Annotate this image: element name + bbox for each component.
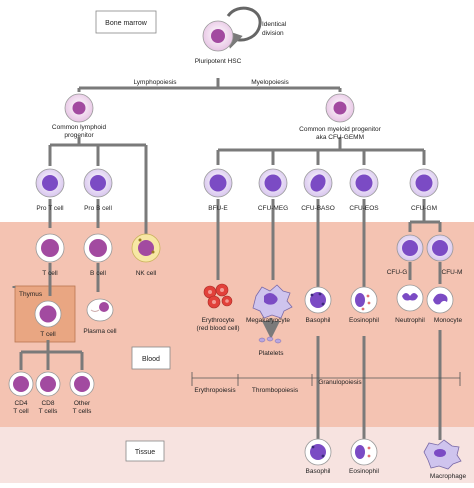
neutrophil-label: Neutrophil [395, 317, 425, 324]
eosinophil-tissue-label: Eosinophil [349, 468, 380, 475]
platelets-label: Platelets [259, 350, 285, 357]
cd4-cell [8, 371, 34, 397]
cfu-eos-label: CFU-EOS [349, 205, 379, 212]
erythrocyte-line-1: Erythrocyte [202, 317, 235, 324]
lymphoid-progenitor-line-1: Common lymphoid [52, 124, 107, 131]
tissue-label: Tissue [135, 449, 155, 456]
thymus-label: Thymus [19, 291, 43, 298]
eosinophil-blood-cell [350, 286, 378, 314]
bone-marrow-label-box [95, 10, 157, 34]
basophil-tissue-cell [304, 438, 332, 466]
myeloid-progenitor-cell [325, 93, 355, 123]
cfu-gm-cell [409, 168, 439, 198]
other-t-line-1: Other [74, 400, 91, 407]
connectors [12, 78, 442, 440]
basophil-tissue-label: Basophil [306, 468, 331, 475]
nk-cell [131, 233, 161, 263]
lymphoid-progenitor-line-2: progenitor [64, 132, 94, 139]
other-t-line-2: T cells [73, 408, 92, 415]
b-cell-label: B cell [90, 270, 106, 277]
megakaryocyte-cell [252, 284, 293, 319]
plasma-cell [86, 298, 114, 322]
plasma-cell-label: Plasma cell [83, 328, 117, 335]
monocyte-cell [426, 286, 454, 314]
lymphopoiesis-label: Lymphopoiesis [133, 79, 177, 86]
cfu-m-cell [426, 234, 454, 262]
lineage-bracket-drop [191, 378, 461, 386]
megakaryocyte-label: Megakaryocyte [246, 317, 290, 324]
b-cell [83, 233, 113, 263]
cfu-g-label: CFU-G [387, 269, 408, 276]
macrophage-label: Macrophage [430, 473, 467, 480]
self-renewal-label: Identical division [262, 21, 287, 37]
platelets [258, 336, 282, 344]
myeloid-progenitor-line-1: Common myeloid progenitor [299, 126, 381, 133]
erythrocyte-line-2: (red blood cell) [197, 325, 240, 332]
cfu-baso-label: CFU-BASO [301, 205, 335, 212]
blood-label-box [131, 346, 171, 370]
bone-marrow-label: Bone marrow [105, 20, 148, 27]
tissue-label-box [125, 440, 165, 462]
tissue-zone [0, 427, 474, 483]
erythrocyte-centers [208, 288, 229, 304]
erythropoiesis-label: Erythropoiesis [194, 387, 236, 394]
thymus-t-cell-label: T cell [40, 331, 56, 338]
lymphoid-progenitor-cell [64, 93, 94, 123]
pro-t-label: Pro T cell [36, 205, 64, 212]
thrombopoiesis-label: Thrombopoiesis [252, 387, 299, 394]
pro-b-label: Pro B cell [84, 205, 112, 212]
cd8-line-1: CD8 [41, 400, 54, 407]
cfu-baso-cell [303, 168, 333, 198]
self-renewal-line-1: Identical [262, 21, 287, 28]
nk-cell-label: NK cell [136, 270, 157, 277]
eosinophil-tissue-cell [350, 438, 378, 466]
neutrophil-cell [396, 284, 424, 312]
macrophage-cell [423, 439, 462, 470]
cfu-eos-cell [349, 168, 379, 198]
cd8-cell [35, 371, 61, 397]
basophil-blood-cell [304, 286, 332, 314]
granulopoiesis-label: Granulopoiesis [318, 379, 362, 386]
cd4-line-2: T cell [13, 408, 29, 415]
bfu-e-label: BFU-E [208, 205, 228, 212]
erythrocyte-label: Erythrocyte(red blood cell) [197, 317, 240, 332]
eosinophil-blood-label: Eosinophil [349, 317, 380, 324]
myeloid-progenitor-line-2: aka CFU-GEMM [316, 134, 364, 141]
cfu-gm-label: CFU-GM [411, 205, 437, 212]
pro-b-cell [83, 168, 113, 198]
cfu-meg-cell [258, 168, 288, 198]
basophil-blood-label: Basophil [306, 317, 331, 324]
bfu-e-cell [203, 168, 233, 198]
cd8-line-2: T cells [39, 408, 58, 415]
cfu-g-cell [396, 234, 424, 262]
pro-t-cell [35, 168, 65, 198]
cfu-meg-label: CFU-MEG [258, 205, 288, 212]
t-cell [35, 233, 65, 263]
cd4-line-1: CD4 [14, 400, 27, 407]
myelopoiesis-label: Myelopoiesis [251, 79, 289, 86]
thymus-t-cell [34, 300, 62, 328]
blood-label: Blood [142, 356, 160, 363]
monocyte-label: Monocyte [434, 317, 463, 324]
other-t-cell [69, 371, 95, 397]
self-renewal-line-2: division [262, 30, 284, 37]
self-renewal-arrow [223, 6, 262, 49]
lineage-bracket [191, 372, 461, 379]
hsc-label: Pluripotent HSC [195, 58, 242, 65]
cfu-m-label: CFU-M [442, 269, 463, 276]
t-cell-label: T cell [42, 270, 58, 277]
hsc-cell [202, 20, 234, 52]
